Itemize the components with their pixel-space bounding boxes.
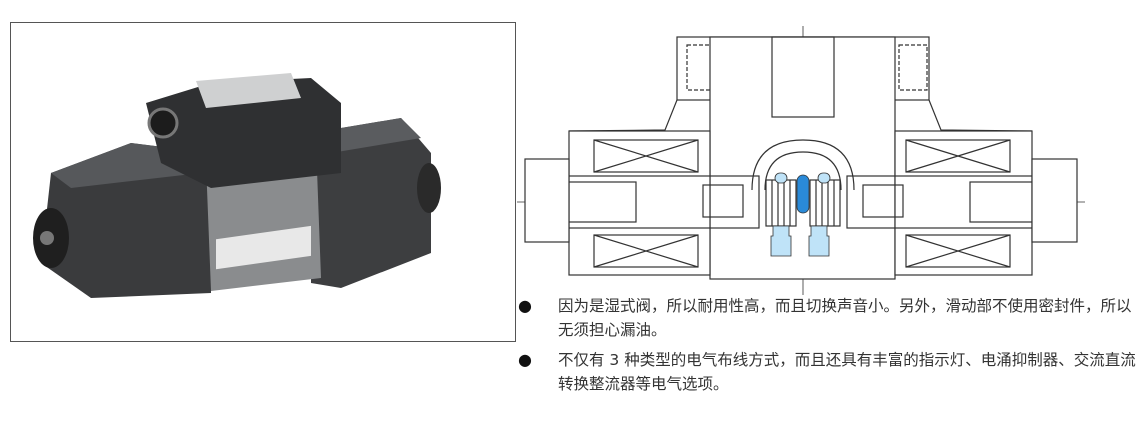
feature-item: ● 因为是湿式阀，所以耐用性高，而且切换声音小。另外，滑动部不使用密封件，所以无须…	[518, 294, 1138, 342]
port-b	[808, 225, 830, 257]
feature-list: ● 因为是湿式阀，所以耐用性高，而且切换声音小。另外，滑动部不使用密封件，所以无须…	[518, 294, 1138, 402]
fluid-light-right	[817, 172, 831, 184]
fluid-pressure-center	[796, 174, 810, 214]
fluid-light-left	[774, 172, 788, 184]
product-photo	[10, 22, 516, 342]
feature-item: ● 不仅有 3 种类型的电气布线方式，而且还具有丰富的指示灯、电涌抑制器、交流直流…	[518, 348, 1138, 396]
bullet-icon: ●	[518, 350, 532, 369]
bullet-icon: ●	[518, 296, 532, 315]
port-a	[770, 225, 792, 257]
valve-cross-section-diagram	[517, 26, 1085, 295]
feature-text: 不仅有 3 种类型的电气布线方式，而且还具有丰富的指示灯、电涌抑制器、交流直流转…	[558, 351, 1136, 393]
feature-text: 因为是湿式阀，所以耐用性高，而且切换声音小。另外，滑动部不使用密封件，所以无须担…	[558, 297, 1132, 339]
valve-photo-illustration	[33, 73, 441, 298]
